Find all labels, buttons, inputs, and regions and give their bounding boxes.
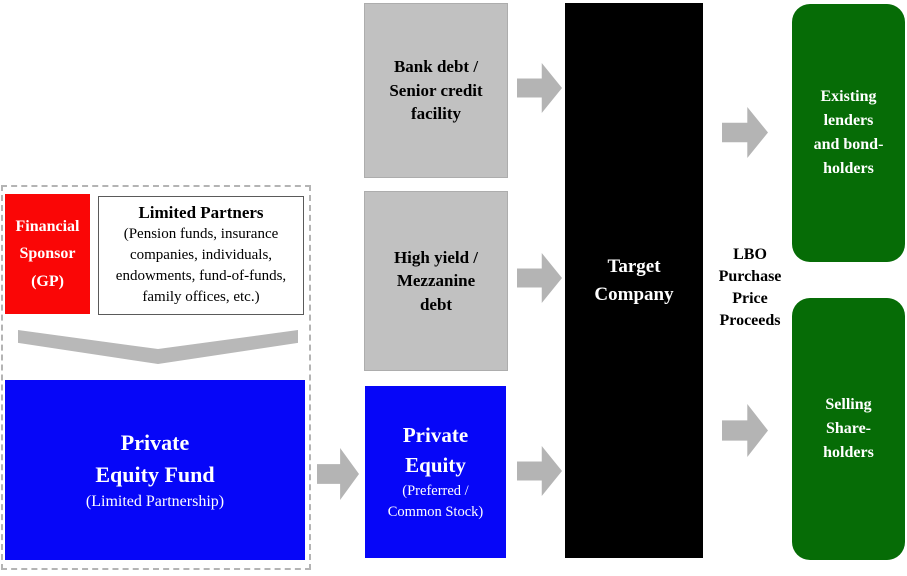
fund-structure-group-outline	[1, 185, 311, 570]
selling-shareholders-line: Share-	[825, 420, 872, 437]
lbo-proceeds-line: LBO	[733, 246, 767, 263]
limited-partners-title: Limited Partners	[138, 203, 264, 223]
limited-partners-box: Limited Partners (Pension funds, insuran…	[98, 196, 304, 315]
high-yield-line: High yield /	[393, 247, 479, 267]
selling-shareholders-box: Selling Share- holders	[792, 298, 905, 560]
lbo-proceeds-line: Purchase	[718, 268, 782, 286]
bank-debt-line: facility	[410, 104, 462, 124]
arrow-high-yield-to-target	[517, 253, 562, 303]
arrow-target-to-existing-lenders	[722, 107, 768, 158]
limited-partners-body: (Pension funds, insurance companies, ind…	[115, 225, 287, 306]
existing-lenders-box: Existing lenders and bond- holders	[792, 4, 905, 262]
private-equity-title-line: Equity	[405, 453, 466, 478]
existing-lenders-line: Existing	[820, 88, 877, 105]
target-company-box: Target Company	[565, 3, 703, 558]
selling-shareholders-line: Selling	[825, 396, 872, 413]
financial-sponsor-line: (GP)	[31, 272, 64, 290]
private-equity-fund-title-line: Private	[120, 429, 190, 455]
arrow-bank-debt-to-target	[517, 63, 562, 113]
target-company-line: Target	[607, 255, 661, 277]
selling-shareholders-line: holders	[823, 444, 874, 461]
high-yield-box: High yield / Mezzanine debt	[364, 191, 508, 371]
existing-lenders-line: lenders	[823, 112, 874, 129]
target-company-line: Company	[594, 283, 674, 305]
private-equity-fund-box: Private Equity Fund (Limited Partnership…	[5, 380, 305, 560]
lbo-proceeds-line: Price	[732, 290, 768, 308]
private-equity-subtitle-line: Common Stock)	[387, 504, 484, 521]
existing-lenders-line: holders	[823, 160, 874, 177]
financial-sponsor-line: Sponsor	[19, 245, 76, 263]
existing-lenders-line: and bond-	[813, 136, 884, 153]
financial-sponsor-line: Financial	[15, 217, 80, 235]
bank-debt-line: Bank debt /	[393, 57, 479, 77]
private-equity-fund-subtitle: (Limited Partnership)	[85, 492, 225, 510]
high-yield-line: Mezzanine	[396, 271, 476, 291]
private-equity-fund-title-line: Equity Fund	[95, 461, 215, 487]
bank-debt-box: Bank debt / Senior credit facility	[364, 3, 508, 178]
lbo-proceeds-label: LBO Purchase Price Proceeds	[705, 244, 795, 332]
arrow-private-equity-to-target	[517, 446, 562, 496]
private-equity-subtitle-line: (Preferred /	[402, 482, 469, 499]
high-yield-line: debt	[419, 294, 453, 314]
private-equity-title-line: Private	[402, 422, 469, 447]
financial-sponsor-box: Financial Sponsor (GP)	[5, 194, 90, 314]
arrow-target-to-selling-shareholders	[722, 404, 768, 457]
lbo-proceeds-line: Proceeds	[719, 312, 781, 330]
arrow-fund-to-private-equity	[317, 448, 359, 500]
bank-debt-line: Senior credit	[389, 80, 483, 100]
private-equity-box: Private Equity (Preferred / Common Stock…	[365, 386, 506, 558]
